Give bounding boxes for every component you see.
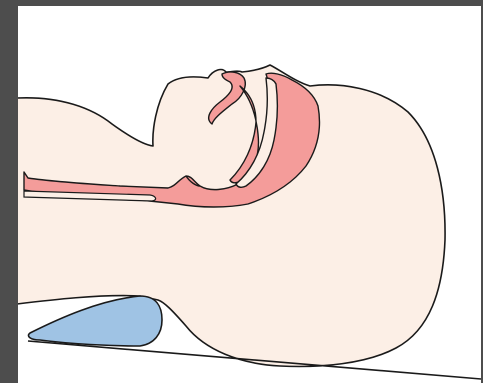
panel-left-edge — [15, 6, 18, 383]
